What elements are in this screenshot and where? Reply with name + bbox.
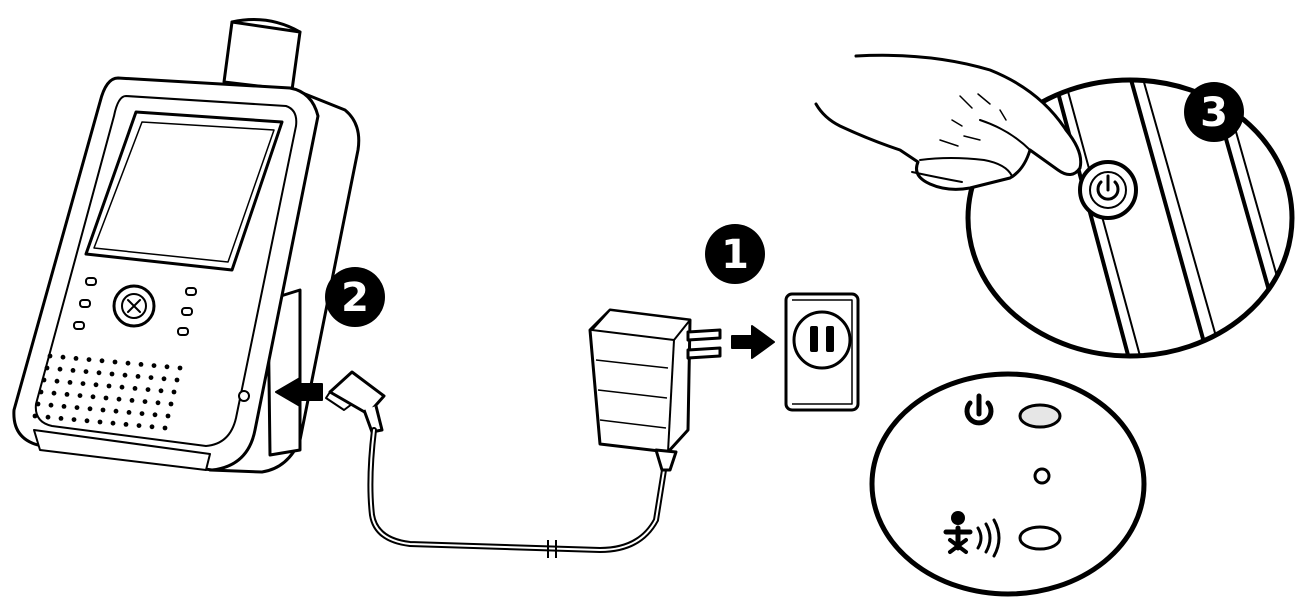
grille-dot <box>123 422 129 427</box>
grille-dot <box>129 398 135 403</box>
grille-dot <box>67 380 73 385</box>
baby-sound-icon <box>943 511 1001 558</box>
mic-hole <box>1033 467 1051 485</box>
grille-dot <box>149 424 155 430</box>
grille-dot <box>64 392 70 397</box>
grille-dot <box>116 396 122 402</box>
grille-dot <box>61 404 67 409</box>
grille-dot <box>122 372 128 378</box>
grille-dot <box>58 416 64 421</box>
grille-dot <box>142 399 148 404</box>
grille-dot <box>83 369 89 374</box>
grille-dot <box>100 407 106 413</box>
grille-dot <box>112 359 118 365</box>
grille-dot <box>113 408 119 414</box>
grille-dot <box>60 354 66 360</box>
grille-dot <box>77 393 83 398</box>
parent-unit <box>12 18 361 474</box>
grille-dot <box>148 375 154 380</box>
grille-dot <box>74 405 80 410</box>
grille-dot <box>84 418 90 424</box>
grille-dot <box>41 377 47 383</box>
grille-dot <box>54 378 60 384</box>
grille-dot <box>119 384 125 390</box>
grille-dot <box>99 358 105 364</box>
grille-dot <box>51 390 57 396</box>
step-number-3: 3 <box>1200 90 1228 136</box>
grille-dot <box>70 368 76 373</box>
sound-led <box>1018 525 1062 551</box>
grille-dot <box>136 423 142 428</box>
grille-dot <box>106 383 112 389</box>
grille-dot <box>48 402 54 408</box>
power-icon <box>964 393 994 426</box>
power-led <box>1018 403 1062 429</box>
step-badge-1: 1 <box>705 224 765 284</box>
grille-dot <box>171 389 177 395</box>
grille-dot <box>132 386 138 391</box>
grille-dot <box>73 356 79 361</box>
grille-dot <box>138 362 144 367</box>
grille-dot <box>151 363 157 368</box>
step-badge-3: 3 <box>1184 82 1244 142</box>
grille-dot <box>44 365 50 371</box>
grille-dot <box>164 364 170 370</box>
grille-dot <box>162 425 168 431</box>
grille-dot <box>90 394 96 400</box>
grille-dot <box>93 382 99 388</box>
grille-dot <box>97 419 103 425</box>
grille-dot <box>174 377 180 383</box>
grille-dot <box>161 376 167 382</box>
grille-dot <box>45 414 51 420</box>
grille-dot <box>57 366 63 372</box>
grille-dot <box>96 370 102 376</box>
step-number-1: 1 <box>721 232 749 278</box>
hand-pressing-button <box>814 53 1083 191</box>
grille-dot <box>126 410 132 415</box>
power-adapter <box>588 308 722 472</box>
grille-dot <box>152 412 158 418</box>
grille-dot <box>125 360 131 366</box>
dc-plug <box>325 370 386 434</box>
power-icon <box>1096 174 1120 201</box>
grille-dot <box>71 417 77 422</box>
grille-dot <box>87 406 93 412</box>
grille-dot <box>38 389 44 395</box>
wall-outlet <box>784 292 860 412</box>
grille-dot <box>86 357 92 362</box>
grille-dot <box>103 395 109 401</box>
step-number-2: 2 <box>341 275 369 321</box>
grille-dot <box>110 420 116 426</box>
arrow-into-monitor <box>275 377 323 407</box>
grille-dot <box>177 365 183 371</box>
status-panel-circle <box>869 371 1147 597</box>
grille-dot <box>155 400 161 406</box>
speaker-grille <box>32 353 183 431</box>
grille-dot <box>47 353 53 359</box>
grille-dot <box>158 388 164 394</box>
grille-dot <box>109 371 115 377</box>
grille-dot <box>135 374 141 379</box>
step-badge-2: 2 <box>325 267 385 327</box>
arrow-into-outlet <box>731 325 775 359</box>
grille-dot <box>145 387 151 392</box>
grille-dot <box>139 411 145 416</box>
grille-dot <box>80 381 86 386</box>
grille-dot <box>35 401 41 407</box>
grille-dot <box>168 401 174 407</box>
grille-dot <box>165 413 171 419</box>
grille-dot <box>32 413 38 419</box>
